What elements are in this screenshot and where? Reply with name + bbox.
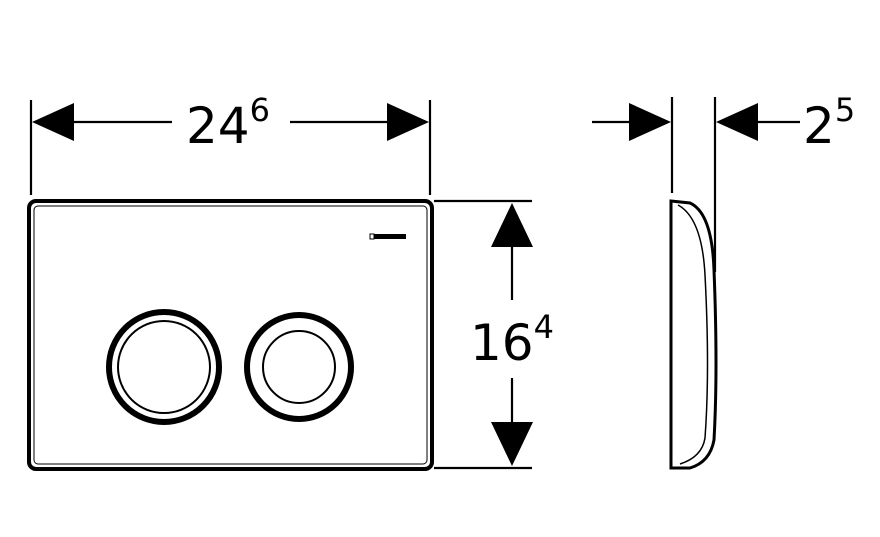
flush-button-large bbox=[106, 309, 222, 425]
width-superscript: 6 bbox=[250, 91, 270, 129]
depth-label: 25 bbox=[803, 91, 855, 155]
depth-value: 2 bbox=[803, 97, 835, 155]
depth-arrow-left bbox=[629, 103, 671, 141]
depth-arrow-right bbox=[716, 103, 758, 141]
side-view bbox=[669, 199, 718, 470]
width-arrow-right bbox=[387, 103, 429, 141]
flush-button-small bbox=[244, 312, 354, 422]
side-profile-inner bbox=[677, 204, 709, 465]
side-profile-outer bbox=[669, 199, 718, 470]
height-superscript: 4 bbox=[534, 308, 554, 346]
height-arrow-bottom bbox=[491, 422, 533, 466]
front-panel bbox=[27, 199, 434, 471]
height-dimension: 164 bbox=[434, 199, 554, 470]
height-arrow-top bbox=[491, 203, 533, 247]
panel-inner-edge bbox=[33, 205, 428, 465]
depth-dimension: 25 bbox=[592, 91, 855, 272]
width-label: 246 bbox=[186, 91, 270, 155]
height-value: 16 bbox=[470, 314, 534, 372]
width-value: 24 bbox=[186, 97, 250, 155]
width-arrow-left bbox=[32, 103, 74, 141]
height-label: 164 bbox=[470, 308, 554, 372]
panel-outline bbox=[27, 199, 434, 471]
width-dimension: 246 bbox=[29, 91, 432, 195]
brand-logo-icon bbox=[369, 233, 406, 240]
depth-superscript: 5 bbox=[835, 91, 855, 129]
